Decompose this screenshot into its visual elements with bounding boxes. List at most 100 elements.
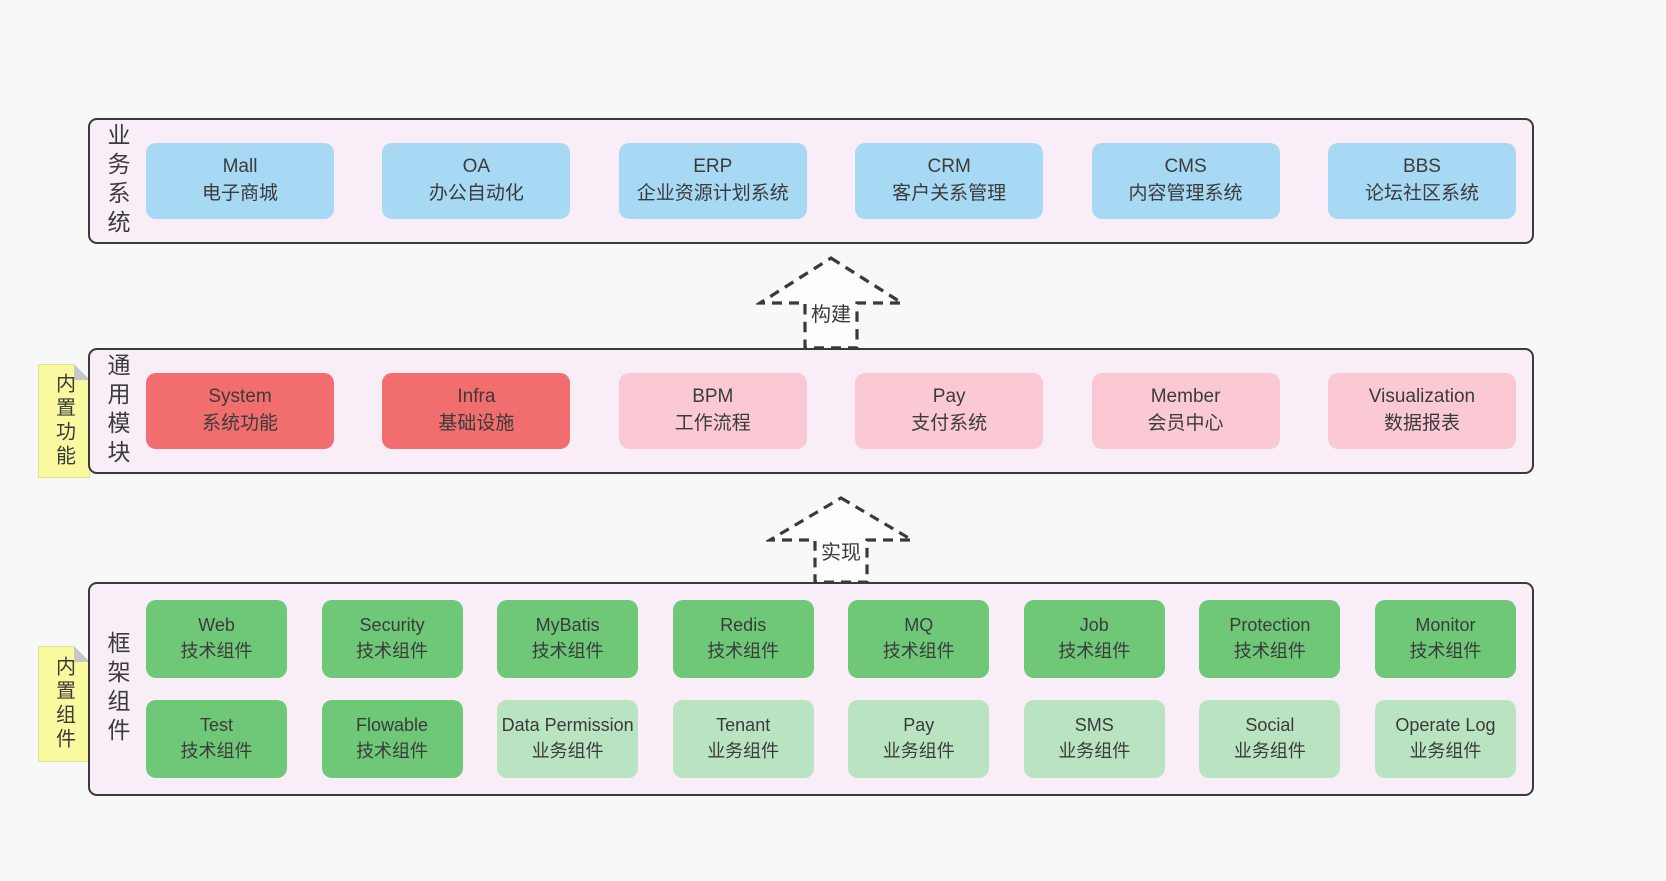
module-box-title: Flowable (356, 715, 429, 736)
arrow-build: 构建 (756, 256, 906, 350)
box-redis: Redis 技术组件 (672, 600, 814, 678)
box-member: Member 会员中心 (1091, 373, 1280, 449)
module-box-title: Operate Log (1395, 715, 1496, 736)
module-box-title: Monitor (1415, 615, 1476, 636)
module-box-title: System (208, 386, 272, 408)
box-sms: SMS 业务组件 (1023, 700, 1165, 778)
business-systems-rows: Mall 电子商城 OA 办公自动化 ERP 企业资源计划系统 CRM 客户关系… (144, 120, 1532, 242)
module-box-subtitle: 业务组件 (882, 741, 955, 761)
module-box-title: OA (462, 156, 491, 178)
module-box-title: Protection (1229, 615, 1311, 636)
module-box-subtitle: 论坛社区系统 (1364, 183, 1479, 204)
layer-common-modules: 通用模块 System 系统功能 Infra 基础设施 BPM 工作流程 Pay… (88, 348, 1534, 474)
box-social: Social 业务组件 (1199, 700, 1341, 778)
sticky-built-in-features: 内置功能 (38, 364, 90, 478)
sticky-built-in-components: 内置组件 (38, 646, 90, 762)
module-box-subtitle: 支付系统 (911, 413, 988, 434)
module-box-subtitle: 技术组件 (356, 641, 429, 661)
module-box-title: Test (199, 715, 233, 736)
box-erp: ERP 企业资源计划系统 (618, 143, 807, 219)
layer-label-framework-components: 框架组件 (104, 631, 130, 747)
box-test: Test 技术组件 (146, 700, 287, 778)
box-operate-log: Operate Log 业务组件 (1374, 700, 1516, 778)
box-crm: CRM 客户关系管理 (855, 143, 1044, 219)
module-box-subtitle: 企业资源计划系统 (636, 183, 789, 204)
module-box-subtitle: 业务组件 (707, 741, 780, 761)
module-box-title: Member (1150, 386, 1221, 408)
layer-label-common-modules: 通用模块 (104, 353, 130, 469)
module-box-title: Pay (903, 715, 935, 736)
framework-components-rows: Web 技术组件 Security 技术组件 MyBatis 技术组件 Redi… (144, 584, 1532, 794)
module-box-subtitle: 基础设施 (438, 413, 515, 434)
module-box-title: SMS (1074, 715, 1114, 736)
module-box-title: Visualization (1368, 386, 1476, 408)
box-mall: Mall 电子商城 (146, 143, 334, 219)
box-cms: CMS 内容管理系统 (1091, 143, 1280, 219)
module-row: Mall 电子商城 OA 办公自动化 ERP 企业资源计划系统 CRM 客户关系… (146, 143, 1516, 219)
box-security: Security 技术组件 (321, 600, 463, 678)
box-data-permission: Data Permission 业务组件 (497, 700, 639, 778)
box-mybatis: MyBatis 技术组件 (497, 600, 639, 678)
module-box-title: Social (1245, 715, 1295, 736)
module-box-subtitle: 技术组件 (531, 641, 604, 661)
module-box-subtitle: 技术组件 (356, 741, 429, 761)
box-infra: Infra 基础设施 (382, 373, 571, 449)
module-box-subtitle: 内容管理系统 (1128, 183, 1243, 204)
module-box-subtitle: 客户关系管理 (892, 183, 1007, 204)
box-web: Web 技术组件 (146, 600, 287, 678)
module-box-title: MQ (904, 615, 934, 636)
box-tenant: Tenant 业务组件 (672, 700, 814, 778)
module-box-subtitle: 电子商城 (201, 183, 278, 204)
common-modules-rows: System 系统功能 Infra 基础设施 BPM 工作流程 Pay 支付系统… (144, 350, 1532, 472)
box-protection: Protection 技术组件 (1199, 600, 1341, 678)
box-flowable: Flowable 技术组件 (321, 700, 463, 778)
module-box-title: Pay (932, 386, 966, 408)
box-oa: OA 办公自动化 (382, 143, 571, 219)
box-bpm: BPM 工作流程 (618, 373, 807, 449)
module-box-subtitle: 业务组件 (1058, 741, 1131, 761)
module-box-subtitle: 业务组件 (531, 741, 604, 761)
module-box-title: Security (359, 615, 425, 636)
module-box-subtitle: 业务组件 (1233, 741, 1306, 761)
module-box-subtitle: 技术组件 (1409, 641, 1482, 661)
box-mq: MQ 技术组件 (848, 600, 990, 678)
module-box-title: Job (1079, 615, 1109, 636)
module-box-subtitle: 工作流程 (674, 413, 751, 434)
module-box-subtitle: 技术组件 (707, 641, 780, 661)
module-row: System 系统功能 Infra 基础设施 BPM 工作流程 Pay 支付系统… (146, 373, 1516, 449)
box-pay: Pay 业务组件 (848, 700, 990, 778)
box-pay: Pay 支付系统 (855, 373, 1044, 449)
arrow-implement-label: 实现 (817, 535, 865, 565)
module-box-title: Tenant (716, 715, 771, 736)
layer-framework-components: 框架组件 Web 技术组件 Security 技术组件 MyBatis 技术组件… (88, 582, 1534, 796)
box-job: Job 技术组件 (1023, 600, 1165, 678)
module-box-subtitle: 技术组件 (1233, 641, 1306, 661)
module-box-subtitle: 业务组件 (1409, 741, 1482, 761)
layer-label-business-systems: 业务系统 (104, 123, 130, 239)
box-bbs: BBS 论坛社区系统 (1327, 143, 1516, 219)
box-system: System 系统功能 (146, 373, 334, 449)
arrow-build-label: 构建 (807, 298, 855, 328)
box-visualization: Visualization 数据报表 (1327, 373, 1516, 449)
module-row: Test 技术组件 Flowable 技术组件 Data Permission … (146, 700, 1516, 778)
module-box-title: Web (198, 615, 235, 636)
module-row: Web 技术组件 Security 技术组件 MyBatis 技术组件 Redi… (146, 600, 1516, 678)
module-box-subtitle: 数据报表 (1383, 413, 1460, 434)
module-box-title: BPM (692, 386, 734, 408)
module-box-subtitle: 技术组件 (180, 741, 253, 761)
module-box-subtitle: 技术组件 (1058, 641, 1131, 661)
module-box-title: Data Permission (501, 715, 634, 736)
module-box-title: Infra (457, 386, 496, 408)
layer-business-systems: 业务系统 Mall 电子商城 OA 办公自动化 ERP 企业资源计划系统 CRM… (88, 118, 1534, 244)
module-box-subtitle: 办公自动化 (428, 183, 524, 204)
module-box-title: CMS (1164, 156, 1207, 178)
box-monitor: Monitor 技术组件 (1374, 600, 1516, 678)
module-box-subtitle: 系统功能 (201, 413, 278, 434)
module-box-title: Redis (720, 615, 767, 636)
arrow-implement: 实现 (766, 496, 916, 584)
module-box-title: CRM (927, 156, 971, 178)
module-box-subtitle: 技术组件 (180, 641, 253, 661)
module-box-subtitle: 会员中心 (1147, 413, 1224, 434)
module-box-title: Mall (222, 156, 258, 178)
module-box-title: BBS (1402, 156, 1441, 178)
